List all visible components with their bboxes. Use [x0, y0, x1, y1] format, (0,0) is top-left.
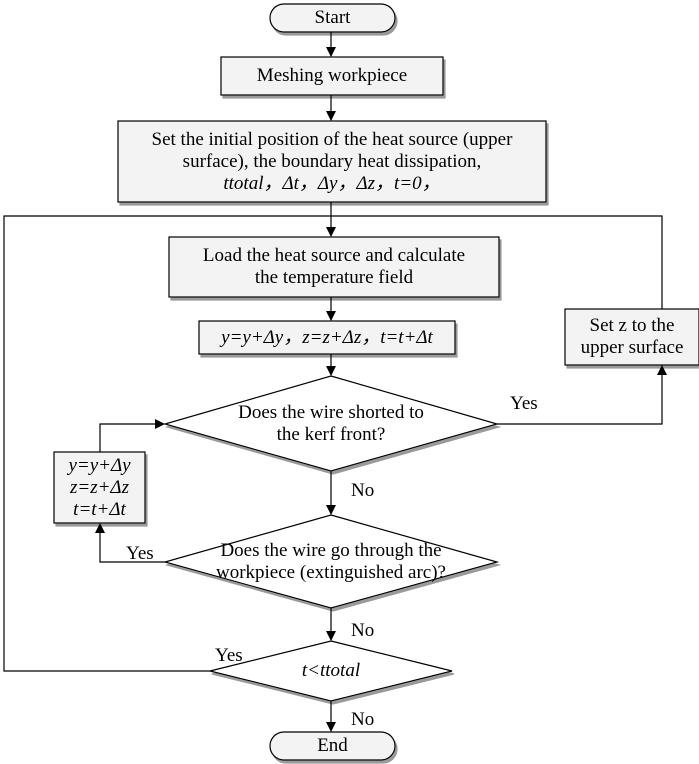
init-box	[117, 120, 547, 203]
load-box	[168, 236, 500, 298]
arrow-through-yes-side	[95, 523, 165, 563]
arrow-side-short	[99, 419, 165, 452]
arrow-time-yes-loop	[3, 215, 331, 672]
edge-label-time-no: No	[351, 709, 375, 730]
edge-label-through-yes: Yes	[126, 543, 154, 564]
edge-label-short-yes: Yes	[510, 393, 538, 414]
arrow-short-yes-setz	[497, 365, 667, 425]
edge-label-time-yes: Yes	[215, 645, 243, 666]
decision-time-diamond	[209, 640, 453, 702]
setz-box	[564, 308, 699, 366]
side-update-box	[53, 451, 146, 524]
decision-through-diamond	[162, 514, 500, 609]
edge-label-short-no: No	[351, 480, 375, 501]
update-box	[198, 320, 456, 355]
end-terminator	[269, 731, 396, 761]
start-terminator	[269, 3, 396, 33]
arrow-setz-load	[331, 215, 663, 309]
edge-label-through-no: No	[351, 620, 375, 641]
decision-short-diamond	[162, 375, 500, 472]
meshing-box	[220, 56, 444, 96]
